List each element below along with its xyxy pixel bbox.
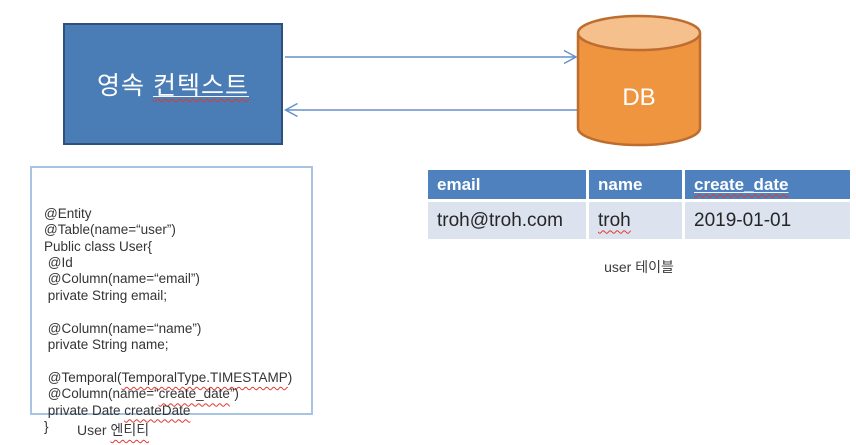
- code-line: private String email;: [44, 287, 168, 303]
- persistence-context-box: 영속 컨텍스트: [63, 23, 283, 145]
- code-line: @Id: [44, 255, 73, 271]
- code-line: @Temporal(TemporalType.TIMESTAMP): [44, 369, 293, 385]
- db-label: DB: [622, 84, 656, 111]
- table-cell: troh: [589, 202, 682, 239]
- code-line: @Column(name=“email”): [44, 271, 200, 287]
- persistence-context-label: 영속 컨텍스트: [97, 72, 249, 100]
- code-line: @Column(name=“name”): [44, 320, 202, 336]
- arrow-to-db: [285, 49, 578, 65]
- entity-caption: User 엔티티: [77, 422, 150, 438]
- code-line: }: [44, 419, 49, 435]
- code-line: private String name;: [44, 337, 169, 353]
- table-cell: troh@troh.com: [428, 202, 586, 239]
- code-line: private Date createDate: [44, 402, 191, 418]
- arrow-from-db: [283, 102, 577, 118]
- table-cell: 2019-01-01: [685, 202, 850, 239]
- code-line: @Column(name=“create_date”): [44, 386, 239, 402]
- entity-code-box: @Entity@Table(name=“user”)Public class U…: [30, 166, 313, 434]
- code-line: [44, 353, 309, 369]
- code-line: @Table(name=“user”): [44, 222, 176, 238]
- entity-code-lines: @Entity@Table(name=“user”)Public class U…: [44, 206, 309, 436]
- code-line: Public class User{: [44, 238, 153, 254]
- db-cylinder: [576, 14, 702, 147]
- db-cylinder-top: [576, 14, 702, 52]
- code-line: @Entity: [44, 205, 92, 221]
- code-line: [44, 304, 309, 320]
- db-cylinder-body: [576, 33, 702, 147]
- table-caption: user 테이블: [604, 259, 674, 275]
- table-header-cell: create_date: [685, 170, 850, 199]
- table-header-cell: name: [589, 170, 682, 199]
- table-header-cell: email: [428, 170, 586, 199]
